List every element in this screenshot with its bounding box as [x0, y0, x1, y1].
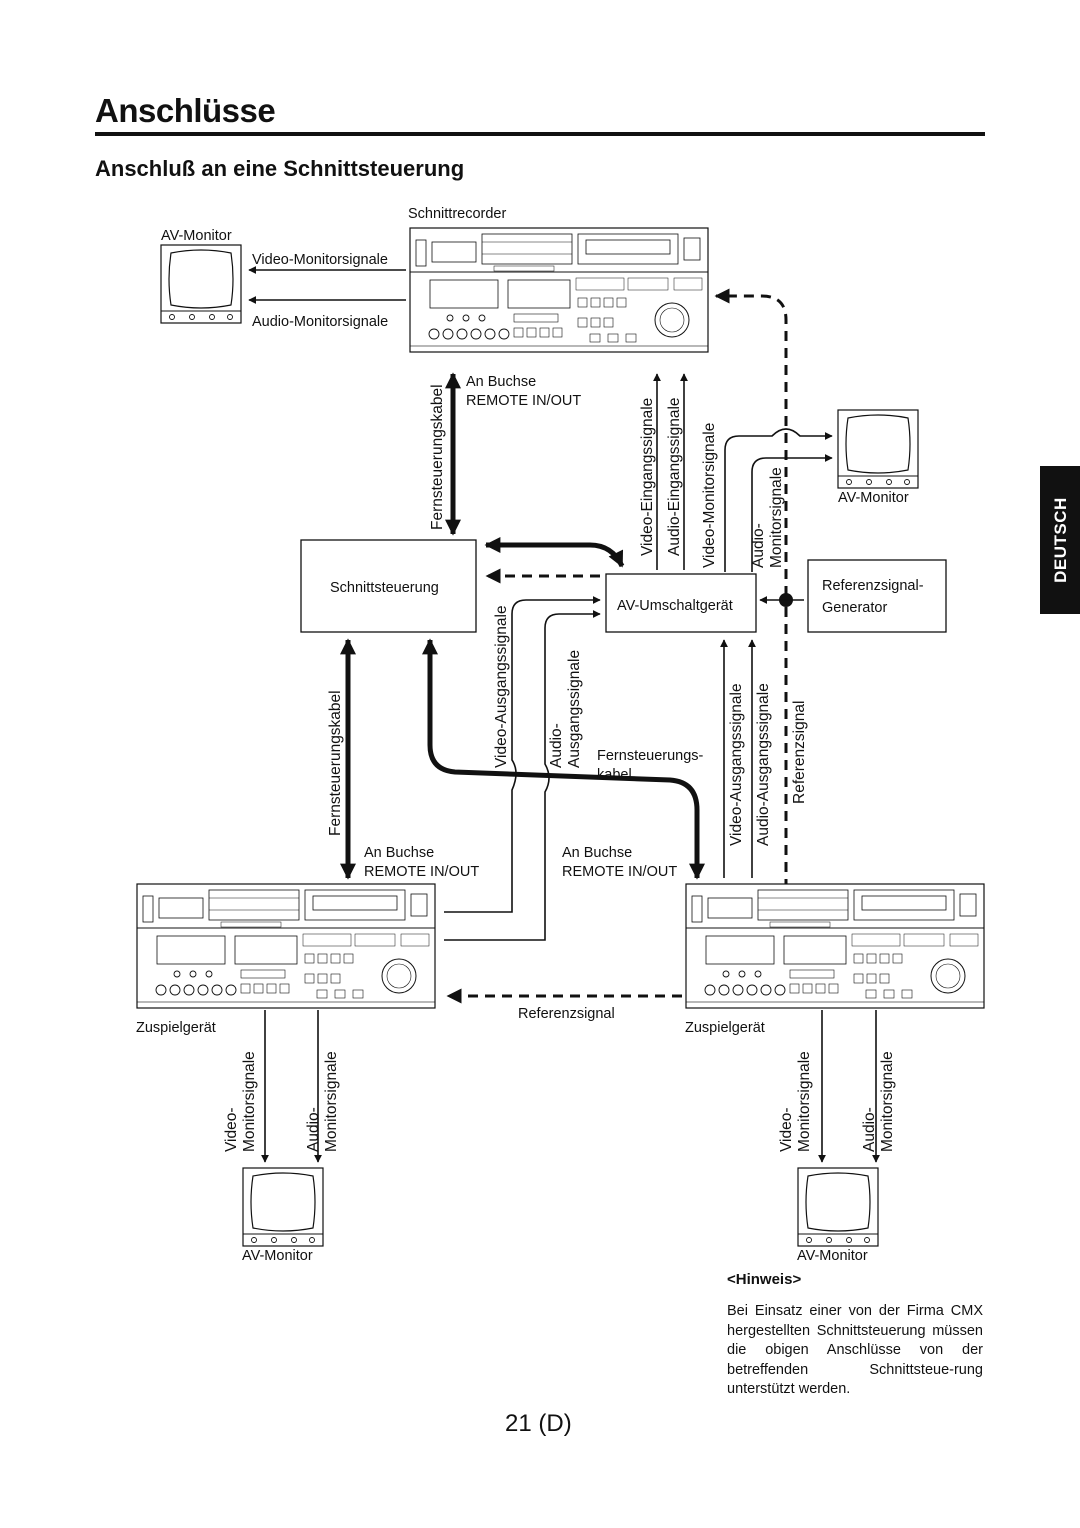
language-tab: [1040, 466, 1080, 614]
label-audio-output-1a: Audio-: [548, 723, 565, 768]
note-body: Bei Einsatz einer von der Firma CMX herg…: [727, 1303, 983, 1397]
label-video-monitor-bl-1: Video-: [223, 1107, 240, 1152]
label-audio-monitor-br-1: Audio-: [861, 1107, 878, 1152]
label-ref-generator-1: Referenzsignal-: [822, 578, 924, 594]
section-title: Anschluß an eine Schnittsteuerung: [95, 156, 465, 181]
page-number: 21 (D): [505, 1410, 572, 1437]
edit-recorder-device: [409, 227, 709, 353]
page-title: Anschlüsse: [95, 92, 276, 129]
av-switcher-box: [605, 573, 757, 633]
audio-monitor-feed-right: [751, 454, 833, 572]
label-player-right: Zuspielgerät: [685, 1020, 765, 1036]
video-output-left: [444, 596, 601, 913]
label-jack-top-2: REMOTE IN/OUT: [466, 393, 581, 409]
label-audio-monitor-bl-1: Audio-: [305, 1107, 322, 1152]
remote-cable-right: [421, 638, 706, 880]
label-video-monitor-br-1: Video-: [778, 1107, 795, 1152]
label-video-output-2: Video-Ausgangssignale: [728, 683, 745, 846]
label-reference-signal: Referenzsignal: [518, 1006, 615, 1022]
note-heading: <Hinweis>: [727, 1271, 802, 1288]
label-av-switcher: AV-Umschaltgerät: [617, 598, 733, 614]
label-jack-left-2: REMOTE IN/OUT: [364, 864, 479, 880]
controller-switcher-cable: [484, 536, 625, 568]
label-audio-monitor-v2: Monitorsignale: [768, 467, 785, 568]
label-monitor-bottom-left: AV-Monitor: [242, 1248, 313, 1264]
label-remote-mid-1: Fernsteuerungs-: [597, 748, 704, 764]
label-monitor-bottom-right: AV-Monitor: [797, 1248, 868, 1264]
label-edit-controller: Schnittsteuerung: [330, 580, 439, 596]
label-jack-right-1: An Buchse: [562, 845, 632, 861]
label-reference-vertical: Referenzsignal: [791, 701, 808, 804]
player-left-device: [136, 883, 436, 1009]
audio-output-left: [444, 610, 601, 941]
label-audio-output-1b: Ausgangssignale: [566, 650, 583, 768]
label-jack-right-2: REMOTE IN/OUT: [562, 864, 677, 880]
label-monitor-right: AV-Monitor: [838, 490, 909, 506]
monitor-bottom-left: [242, 1167, 324, 1247]
label-remote-mid-2: kabel: [597, 767, 632, 783]
label-ref-generator-2: Generator: [822, 600, 887, 616]
label-jack-top-1: An Buchse: [466, 374, 536, 390]
dashed-ref-to-recorder: [714, 288, 788, 596]
monitor-bottom-right: [797, 1167, 879, 1247]
label-video-monitor-br-2: Monitorsignale: [796, 1051, 813, 1152]
label-video-output-1: Video-Ausgangssignale: [493, 605, 510, 768]
language-tab-label: DEUTSCH: [1051, 497, 1070, 583]
label-audio-monitor-signals: Audio-Monitorsignale: [252, 314, 388, 330]
label-remote-cable-top: Fernsteuerungskabel: [429, 384, 446, 530]
label-audio-output-2: Audio-Ausgangssignale: [755, 683, 772, 846]
monitor-right: [837, 409, 919, 489]
label-video-monitor-bl-2: Monitorsignale: [241, 1051, 258, 1152]
video-monitor-feed-right: [724, 428, 833, 572]
player-right-device: [685, 883, 985, 1009]
label-audio-monitor-br-2: Monitorsignale: [879, 1051, 896, 1152]
monitor-top-left: [160, 244, 242, 324]
label-audio-monitor-bl-2: Monitorsignale: [323, 1051, 340, 1152]
label-monitor-top-left: AV-Monitor: [161, 228, 232, 244]
ref-generator-box: [807, 559, 947, 633]
label-video-monitor-signals: Video-Monitorsignale: [252, 252, 388, 268]
title-rule: [95, 132, 985, 136]
label-audio-input: Audio-Eingangssignale: [666, 397, 683, 556]
label-video-monitor-vertical: Video-Monitorsignale: [701, 423, 718, 568]
label-player-left: Zuspielgerät: [136, 1020, 216, 1036]
label-video-input: Video-Eingangssignale: [639, 398, 656, 556]
edit-controller-box: [300, 539, 477, 633]
label-remote-cable-left: Fernsteuerungskabel: [327, 690, 344, 836]
label-audio-monitor-v1: Audio-: [750, 523, 767, 568]
label-jack-left-1: An Buchse: [364, 845, 434, 861]
label-recorder: Schnittrecorder: [408, 206, 506, 222]
